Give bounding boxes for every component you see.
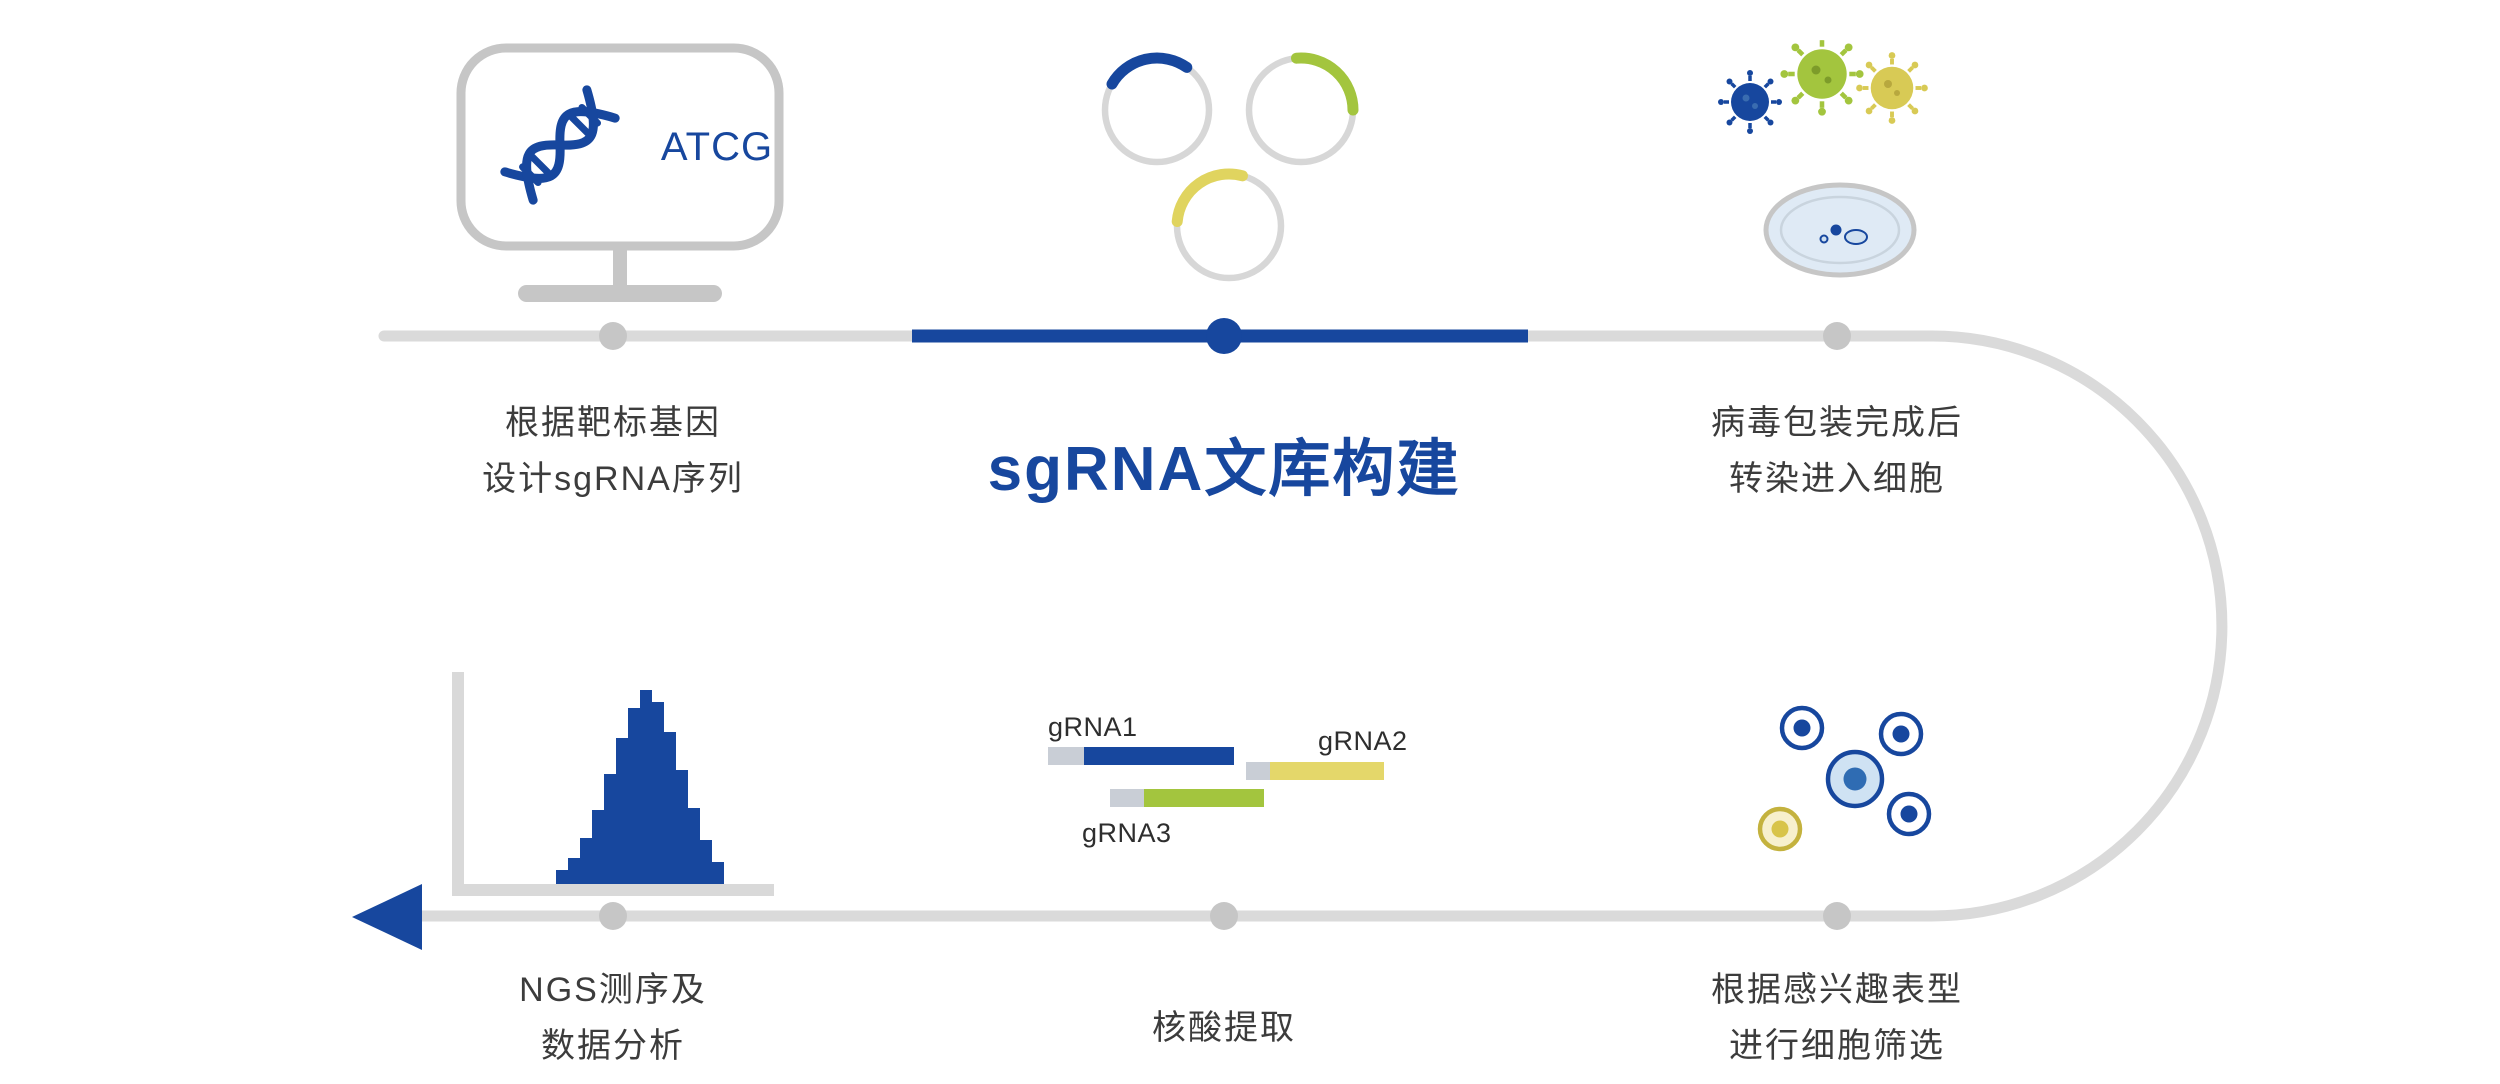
dna-helix-icon xyxy=(500,85,620,205)
ngs-histogram xyxy=(452,672,774,896)
plasmid-arc-blue xyxy=(1106,52,1193,90)
diagram-title: sgRNA文库构建 xyxy=(987,435,1461,504)
monitor-atcg-text: ATCG xyxy=(661,125,773,169)
plasmid-arc-yellow xyxy=(1171,168,1248,227)
grna3-adapter-segment xyxy=(1110,789,1144,807)
virus-inner-dots xyxy=(1742,65,1900,109)
step-label-ngs: NGS测序及 数据分析 xyxy=(519,962,707,1074)
petri-dish-cells xyxy=(1819,224,1868,245)
grna1-label: gRNA1 xyxy=(1048,712,1138,742)
flow-node-select xyxy=(1823,902,1851,930)
histogram-bar xyxy=(688,808,700,884)
petri-dish-inner-rim xyxy=(1779,195,1901,265)
step-select-line1: 根据感兴趣表型 xyxy=(1711,971,1963,1009)
grna3-body-segment xyxy=(1144,789,1264,807)
step-extract-line1: 核酸提取 xyxy=(1152,1009,1296,1047)
grna1-adapter-segment xyxy=(1048,747,1084,765)
histogram-bars xyxy=(556,690,724,884)
cell-3-highlighted-blue xyxy=(1825,749,1885,809)
histogram-bar xyxy=(628,708,640,884)
flow-node-design xyxy=(599,322,627,350)
monitor-icon: ATCG xyxy=(456,43,784,302)
step-design-line2: 设计sgRNA序列 xyxy=(482,460,744,499)
step-virus-line1: 病毒包装完成后 xyxy=(1711,404,1963,442)
cell-1 xyxy=(1779,705,1825,751)
step-virus-line2: 转染进入细胞 xyxy=(1729,460,1945,499)
step-label-design: 根据靶标基因 设计sgRNA序列 xyxy=(482,395,744,507)
histogram-bar xyxy=(604,774,616,884)
flow-node-virus xyxy=(1823,322,1851,350)
virus-yellow-icon xyxy=(1854,50,1930,126)
histogram-bar xyxy=(664,732,676,884)
cell-5 xyxy=(1886,791,1932,837)
histogram-bar xyxy=(592,810,604,884)
flow-line xyxy=(378,330,2228,922)
cell-2 xyxy=(1878,711,1924,757)
histogram-bar xyxy=(700,840,712,884)
histogram-bar xyxy=(676,770,688,884)
step-ngs-line1: NGS测序及 xyxy=(519,971,707,1009)
cell-selection-icon xyxy=(1757,705,1932,852)
cell-4-highlighted-yellow xyxy=(1757,806,1803,852)
flow-arrowhead-icon xyxy=(352,884,422,950)
histogram-bar xyxy=(712,862,724,884)
histogram-bar xyxy=(568,858,580,884)
histogram-bar xyxy=(556,870,568,884)
step-label-select: 根据感兴趣表型 进行细胞筛选 xyxy=(1711,962,1963,1074)
step-label-extract: 核酸提取 xyxy=(1152,1000,1296,1056)
grna1-body-segment xyxy=(1084,747,1234,765)
grna1-fragment xyxy=(1048,747,1234,765)
grna2-adapter-segment xyxy=(1246,762,1270,780)
grna2-fragment xyxy=(1246,762,1384,780)
petri-dish-icon xyxy=(1763,182,1917,278)
step-label-virus: 病毒包装完成后 转染进入细胞 xyxy=(1711,395,1963,507)
step-ngs-line2: 数据分析 xyxy=(541,1027,685,1066)
histogram-bar xyxy=(640,690,652,884)
flow-node-extract xyxy=(1210,902,1238,930)
step-design-line1: 根据靶标基因 xyxy=(504,404,721,442)
plasmids-icon xyxy=(1101,52,1359,282)
virus-green-icon xyxy=(1780,40,1863,116)
plasmid-arc-green xyxy=(1291,52,1359,116)
histogram-bar xyxy=(580,838,592,884)
grna3-label: gRNA3 xyxy=(1082,818,1172,848)
histogram-bar xyxy=(652,702,664,884)
monitor-base xyxy=(518,285,722,302)
histogram-bar xyxy=(616,738,628,884)
virus-packaging-icon xyxy=(1716,40,1930,278)
flow-node-ngs xyxy=(599,902,627,930)
grna2-body-segment xyxy=(1270,762,1384,780)
grna3-fragment xyxy=(1110,789,1264,807)
step-select-line2: 进行细胞筛选 xyxy=(1729,1027,1945,1066)
monitor-stand xyxy=(613,246,627,286)
flow-node-library xyxy=(1206,318,1242,354)
virus-blue-icon xyxy=(1716,68,1784,136)
grna2-label: gRNA2 xyxy=(1318,726,1408,756)
